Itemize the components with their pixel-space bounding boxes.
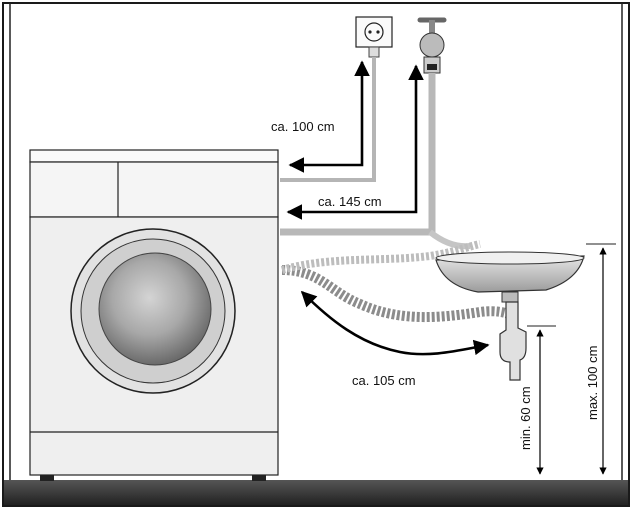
power-cable-arrow <box>288 60 370 173</box>
tap-body <box>419 32 445 58</box>
machine-control-panel <box>29 161 279 218</box>
drain-hose-arrow <box>300 290 490 356</box>
inlet-hose-bend <box>428 229 471 250</box>
siphon-trap <box>499 301 527 381</box>
sink <box>435 251 585 381</box>
sink-basin <box>435 255 585 293</box>
machine-foot-right <box>252 475 266 481</box>
min-height-label: min. 60 cm <box>518 386 533 450</box>
upper-hose <box>280 240 481 274</box>
water-tap <box>417 17 447 74</box>
tap-stem <box>429 20 435 34</box>
socket-plate <box>355 16 393 48</box>
socket-pin-left <box>368 30 372 34</box>
drain-hose-label: ca. 105 cm <box>352 373 416 388</box>
wall-socket <box>355 16 393 58</box>
machine-foot-left <box>40 475 54 481</box>
plug <box>368 46 380 58</box>
machine-top <box>29 149 279 163</box>
socket-pin-right <box>376 30 380 34</box>
max-height-label: max. 100 cm <box>585 346 600 420</box>
tap-nut <box>427 64 437 70</box>
floor <box>4 480 628 505</box>
sink-rim <box>435 251 585 265</box>
socket-ring <box>364 22 384 42</box>
power-cable-label: ca. 100 cm <box>271 119 335 134</box>
washing-machine <box>29 149 279 481</box>
inlet-hose-arrow <box>286 64 424 220</box>
door-glass <box>98 252 212 366</box>
sink-drain <box>501 291 519 303</box>
inlet-hose-label: ca. 145 cm <box>318 194 382 209</box>
